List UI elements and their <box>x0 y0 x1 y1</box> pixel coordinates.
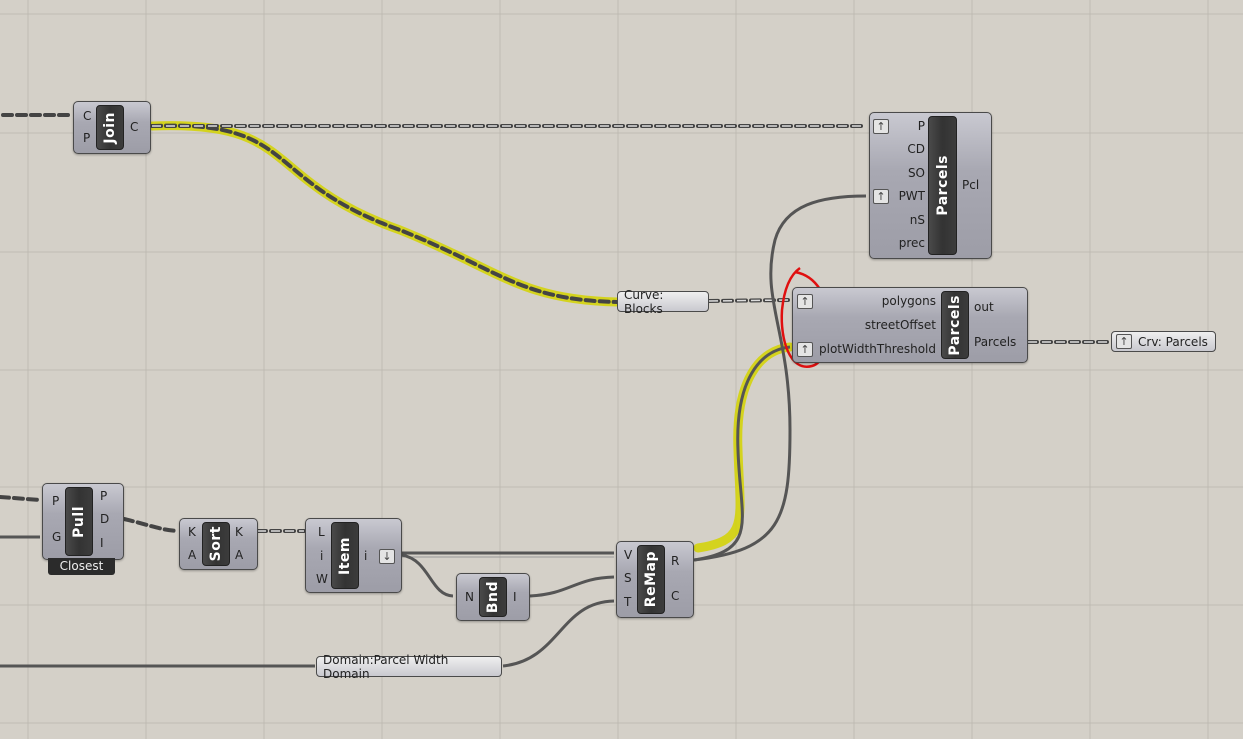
crv-parcels-label: Crv: Parcels <box>1138 334 1208 349</box>
parcels-a-input-ns[interactable]: nS <box>909 213 925 227</box>
pull-output-d[interactable]: D <box>100 512 110 526</box>
pull-output-i[interactable]: I <box>100 536 104 550</box>
domain-label: Domain:Parcel Width Domain <box>323 652 449 681</box>
sort-output-k[interactable]: K <box>235 525 243 539</box>
sort-input-k[interactable]: K <box>188 525 196 539</box>
selection-highlight <box>147 121 795 553</box>
bounds-component[interactable]: Bnd N I <box>456 573 530 621</box>
pull-title: Pull <box>71 505 87 538</box>
list-item-component[interactable]: Item L i W i ↓ <box>305 518 402 593</box>
flatten-arrow-icon[interactable]: ↓ <box>379 549 395 564</box>
graft-arrow-icon[interactable]: ↑ <box>797 342 813 357</box>
parcels-a-input-cd[interactable]: CD <box>907 142 925 156</box>
pull-component[interactable]: Pull P G P D I <box>42 483 124 560</box>
parcels-a-input-so[interactable]: SO <box>907 166 925 180</box>
sort-output-a[interactable]: A <box>235 548 244 562</box>
solid-wires <box>0 194 867 668</box>
graft-arrow-icon[interactable]: ↑ <box>1116 334 1132 349</box>
curve-blocks-param[interactable]: Curve: Blocks <box>617 288 709 316</box>
domain-param[interactable]: Domain:Parcel Width Domain <box>316 653 502 681</box>
item-title: Item <box>337 536 353 575</box>
parcels-a-input-prec[interactable]: prec <box>898 236 925 250</box>
join-input-p[interactable]: P <box>83 131 91 145</box>
parcels-b-title: Parcels <box>947 294 963 356</box>
parcels-a-input-pwt[interactable]: PWT <box>898 189 925 203</box>
pull-mode-tag[interactable]: Closest <box>48 558 115 575</box>
remap-component[interactable]: ReMap V S T R C <box>616 541 694 618</box>
parcels-b-output-parcels[interactable]: Parcels <box>974 335 1017 349</box>
sort-title: Sort <box>208 526 224 562</box>
pull-input-g[interactable]: G <box>52 530 62 544</box>
remap-input-t[interactable]: T <box>624 595 632 609</box>
bnd-output-i[interactable]: I <box>513 590 517 604</box>
join-title: Join <box>102 111 118 144</box>
graft-arrow-icon[interactable]: ↑ <box>797 294 813 309</box>
item-input-w[interactable]: W <box>316 572 328 586</box>
parcels-b-input-polygons[interactable]: polygons <box>881 294 936 308</box>
item-input-i[interactable]: i <box>320 549 324 563</box>
remap-output-c[interactable]: C <box>671 589 680 603</box>
curve-blocks-label: Curve: Blocks <box>624 287 664 316</box>
join-output-c[interactable]: C <box>130 120 139 134</box>
join-input-c[interactable]: C <box>83 109 92 123</box>
sort-component[interactable]: Sort K A K A <box>179 518 258 570</box>
item-output-i[interactable]: i <box>364 549 368 563</box>
graft-arrow-icon[interactable]: ↑ <box>873 119 889 134</box>
parcels-b-output-out[interactable]: out <box>974 300 994 314</box>
graft-arrow-icon[interactable]: ↑ <box>873 189 889 204</box>
remap-input-v[interactable]: V <box>624 548 633 562</box>
sort-input-a[interactable]: A <box>188 548 197 562</box>
parcels-component-a[interactable]: Parcels ↑ P CD SO ↑ PWT nS prec Pcl <box>869 112 992 259</box>
pull-input-p[interactable]: P <box>52 494 60 508</box>
parcels-a-input-p[interactable]: P <box>917 119 925 133</box>
parcels-a-output-pcl[interactable]: Pcl <box>962 178 980 192</box>
parcels-b-input-plotwidththreshold[interactable]: plotWidthThreshold <box>819 342 936 356</box>
parcels-b-input-streetoffset[interactable]: streetOffset <box>864 318 936 332</box>
parcels-component-b[interactable]: Parcels ↑ polygons streetOffset plotWidt… <box>792 287 1028 363</box>
parcels-a-title: Parcels <box>934 155 951 216</box>
bnd-title: Bnd <box>485 580 501 614</box>
remap-title: ReMap <box>643 551 659 608</box>
crv-parcels-param[interactable]: ↑ Crv: Parcels <box>1111 331 1216 352</box>
remap-input-s[interactable]: S <box>624 571 632 585</box>
bnd-input-n[interactable]: N <box>465 590 474 604</box>
remap-output-r[interactable]: R <box>671 554 680 568</box>
join-component[interactable]: Join C P C <box>73 101 151 154</box>
pull-output-p[interactable]: P <box>100 489 108 503</box>
item-input-l[interactable]: L <box>318 525 325 539</box>
